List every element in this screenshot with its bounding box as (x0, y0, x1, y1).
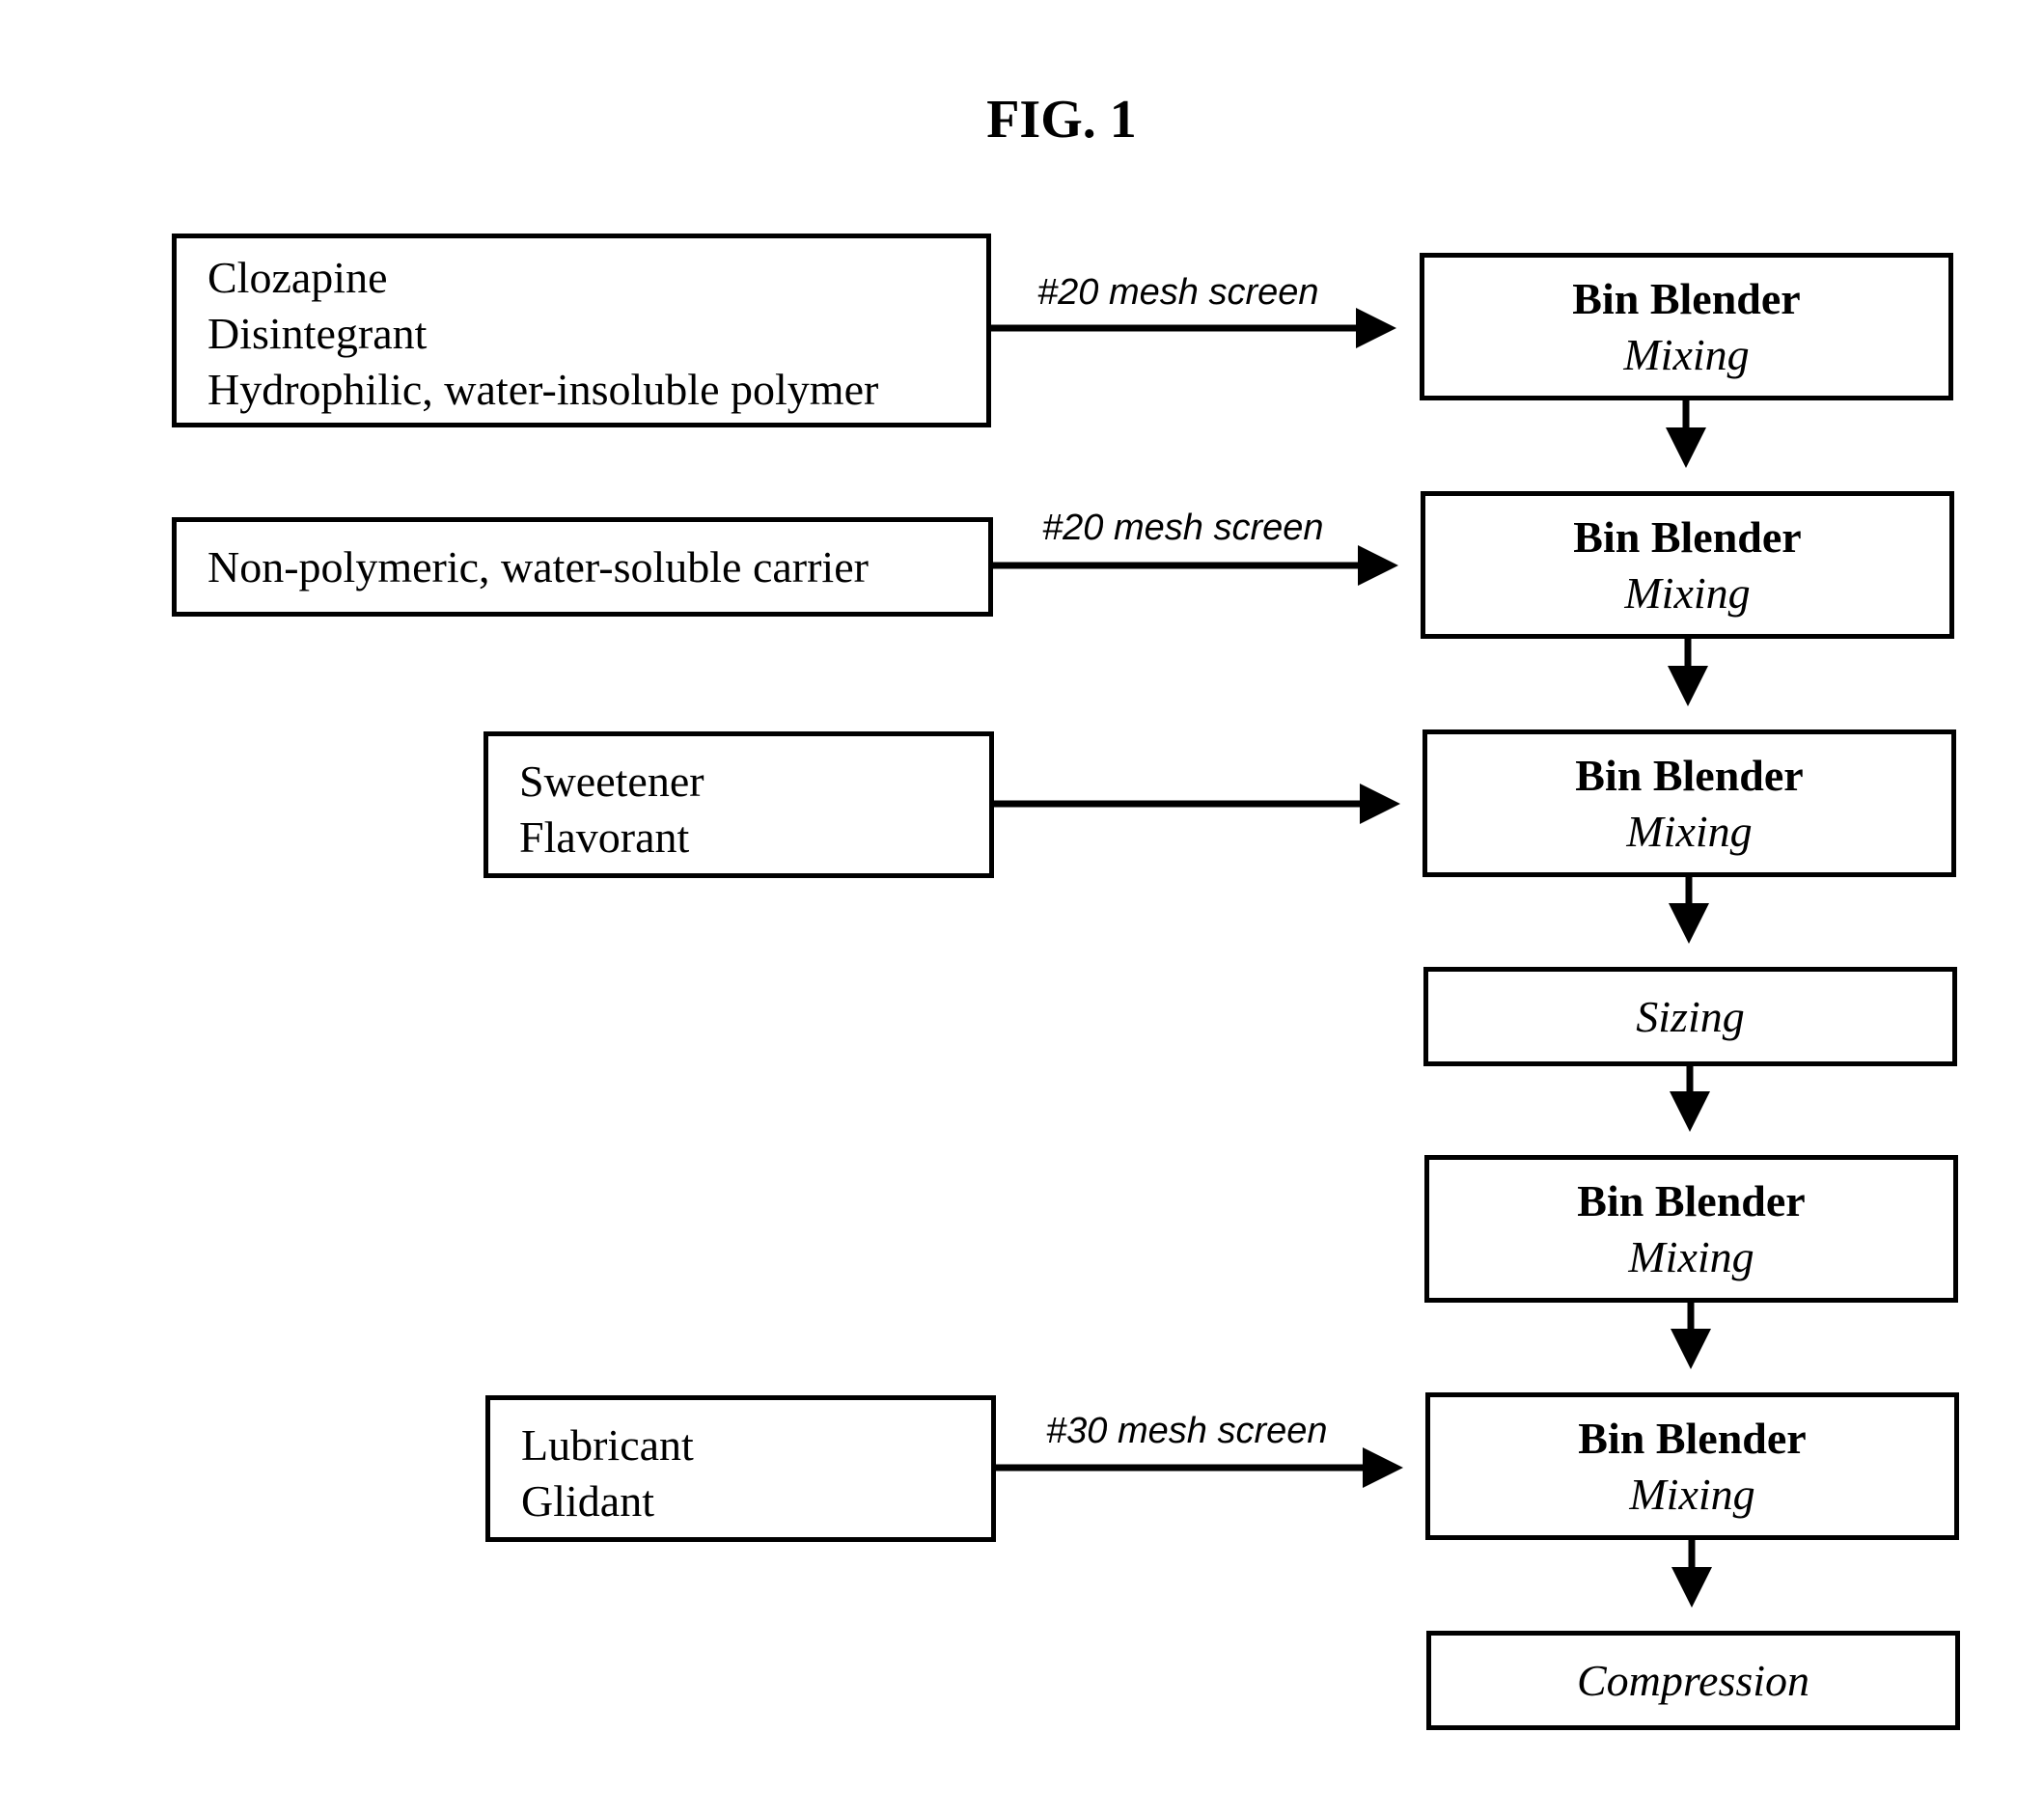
arrows-layer (0, 0, 2044, 1816)
